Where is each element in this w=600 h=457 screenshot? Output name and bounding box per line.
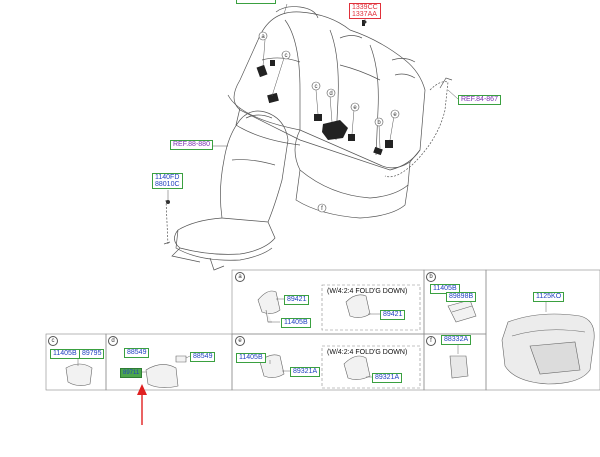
callout-circles — [258, 31, 400, 213]
red-label-line2: 1337AA — [352, 11, 377, 18]
panel-leaders — [77, 296, 547, 378]
panel-f-label: 88332A — [441, 335, 472, 345]
panel-e-label-2: 89321A — [290, 367, 321, 377]
svg-text:f: f — [321, 206, 323, 212]
svg-text:c: c — [285, 53, 288, 59]
panel-d-highlighted-label[interactable]: 89711 — [120, 368, 143, 378]
svg-text:e: e — [353, 105, 357, 111]
rear-seat-brackets — [256, 20, 393, 156]
panel-parts — [65, 290, 595, 388]
svg-text:a: a — [261, 34, 265, 40]
bolt-icon — [166, 20, 367, 204]
cushion-label: 1125KO — [533, 292, 565, 302]
panel-grid — [45, 269, 600, 391]
left-part-line2: 88010C — [155, 181, 180, 188]
panel-e-label-1: 11405B — [236, 353, 266, 363]
front-seat-drawing — [163, 110, 289, 271]
ref-label-left[interactable]: REF.88-880 — [170, 140, 213, 150]
ref-label-right[interactable]: REF.84-867 — [458, 95, 501, 105]
red-label-line1: 1339CC — [352, 4, 378, 11]
panel-d-label-1: 88549 — [124, 348, 150, 358]
panel-f-letter: f — [426, 336, 436, 346]
panel-e-note: (W/4:2:4 FOLD'G DOWN) — [327, 349, 408, 356]
svg-text:d: d — [329, 91, 332, 97]
left-part-label: 1140FD 88010C — [152, 173, 183, 189]
red-arrow — [137, 384, 147, 425]
left-part-line1: 1140FD — [155, 174, 180, 181]
panel-c-label-2: 89795 — [79, 349, 105, 359]
red-label-bolt: 1339CC 1337AA — [349, 3, 381, 19]
leader-lines — [167, 3, 459, 200]
panel-a-label-2: 11405B — [281, 318, 311, 328]
panel-d-label-2: 88549 — [190, 352, 216, 362]
panel-b-letter: b — [426, 272, 436, 282]
svg-text:c: c — [315, 84, 318, 90]
panel-b-label-1: 11405B — [430, 284, 460, 294]
svg-text:e: e — [393, 112, 397, 118]
panel-c-letter: c — [48, 336, 58, 346]
panel-a-note: (W/4:2:4 FOLD'G DOWN) — [327, 288, 408, 295]
panel-a-label-3: 89421 — [380, 310, 406, 320]
panel-b-label-2: 89898B — [446, 292, 477, 302]
panel-e-letter: e — [235, 336, 245, 346]
panel-e-label-3: 89321A — [372, 373, 403, 383]
panel-a-letter: a — [235, 272, 245, 282]
panel-d-letter: d — [108, 336, 118, 346]
callout-letters: a c c d e b e f — [261, 34, 397, 212]
top-green-label — [236, 0, 276, 4]
panel-a-label-1: 89421 — [284, 295, 310, 305]
svg-text:b: b — [377, 120, 381, 126]
panel-c-label-1: 11405B — [50, 349, 80, 359]
